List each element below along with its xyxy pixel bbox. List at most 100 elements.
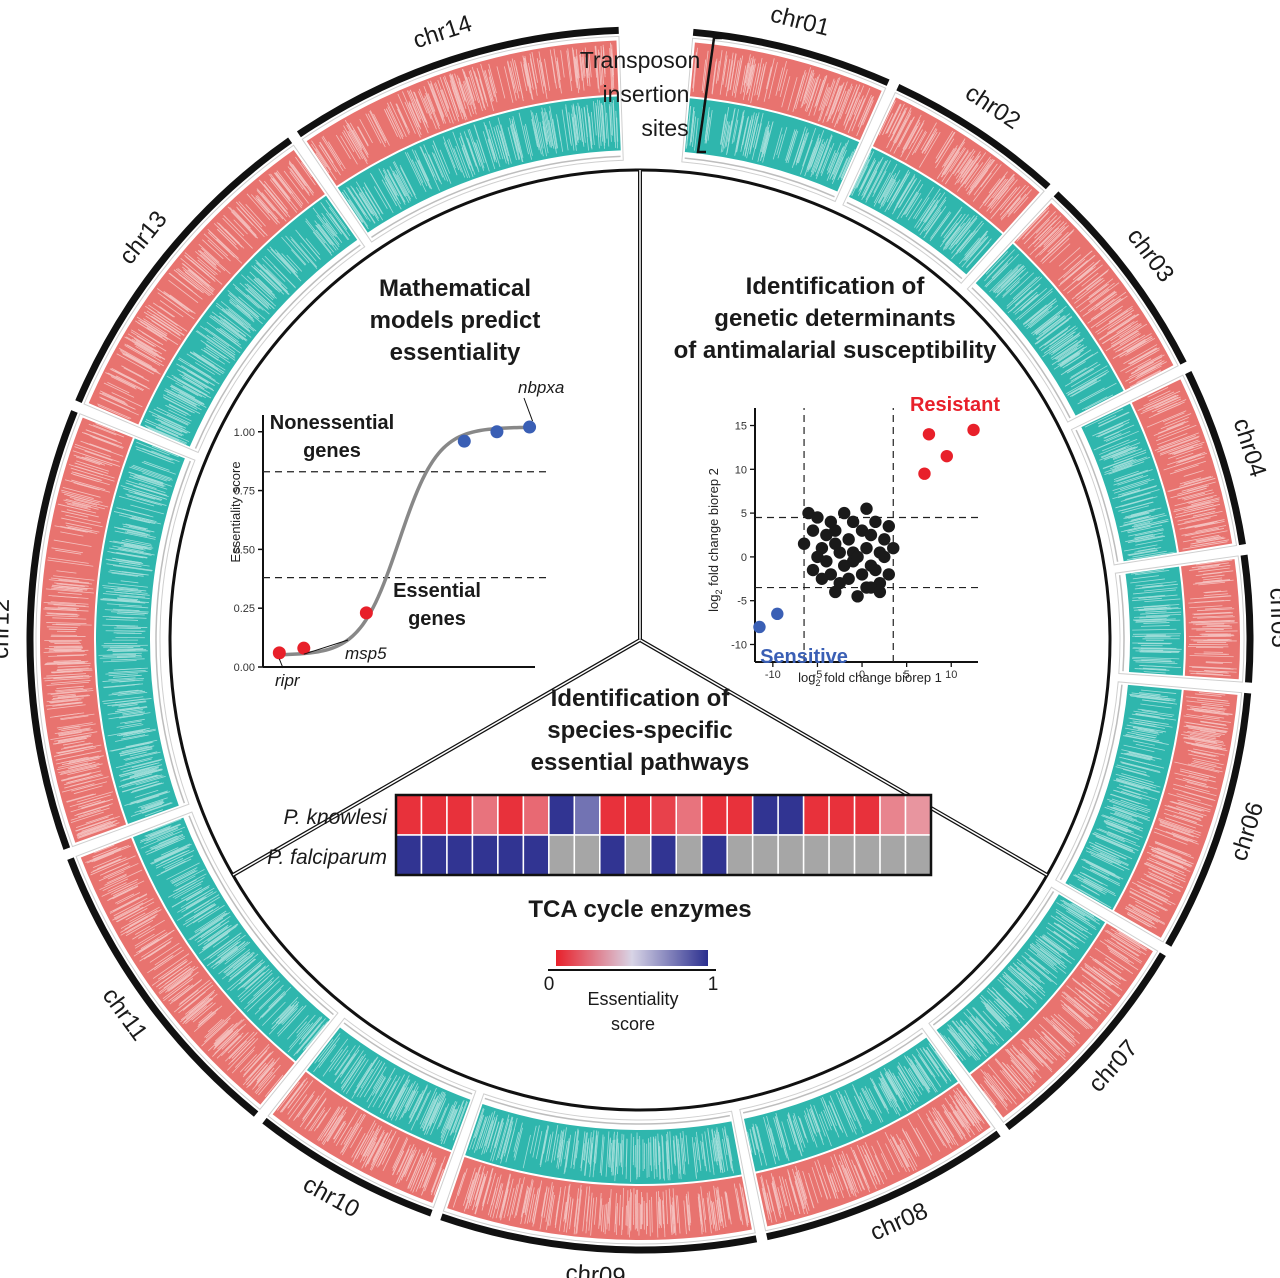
heatmap-cell	[573, 794, 601, 836]
legend-min: 0	[544, 974, 555, 995]
heatmap-cell	[879, 834, 907, 876]
chromosome-sector-chr11	[67, 811, 339, 1117]
red-track	[447, 1157, 752, 1240]
scatter-point-neutral	[811, 511, 824, 524]
chromosome-band	[262, 1117, 433, 1217]
divider-lower-left-inner	[232, 639, 641, 876]
scatter-point-neutral	[887, 541, 900, 555]
scatter-point-neutral	[820, 555, 833, 568]
panel2-xlabel-post: fold change biorep 1	[820, 670, 941, 685]
chromosome-label-chr05: chr05	[1264, 587, 1280, 648]
essentiality-point-ripr	[272, 646, 286, 660]
sector-dividers	[168, 168, 1112, 1112]
chromosome-sector-chr07	[928, 886, 1166, 1130]
heatmap-cell	[700, 794, 728, 836]
legend-label-line1: Essentiality	[587, 989, 678, 1009]
panel2-ytick-label: -5	[737, 596, 747, 608]
panel2-xtick-label: 5	[904, 669, 910, 681]
heatmap-cell	[777, 834, 805, 876]
panel2-xlabel-sub: 2	[815, 678, 820, 688]
heatmap-cell	[675, 834, 703, 876]
chromosome-band	[296, 26, 619, 138]
heatmap-cell	[573, 834, 601, 876]
heatmap-cell	[497, 794, 525, 836]
transposon-bracket	[696, 36, 722, 154]
chromosome-tracks	[26, 26, 1254, 1254]
heatmap-cell	[802, 794, 830, 836]
insertion-stripes	[747, 1043, 985, 1223]
red-track	[1131, 379, 1233, 553]
scatter-point-neutral	[855, 568, 869, 581]
chromosome-label-chr14: chr14	[410, 10, 475, 54]
heatmap-cell	[446, 794, 474, 836]
chromosome-sector-chr02	[842, 83, 1051, 284]
insertion-stripes	[984, 207, 1167, 411]
chromosome-band	[67, 857, 259, 1117]
panel1-ytick-label: 0.25	[234, 603, 255, 615]
heatmap-cell	[726, 834, 754, 876]
panel2-ylabel-sub: 2	[714, 590, 724, 595]
transposon-label: Transposon insertion sites	[580, 36, 722, 154]
inner-baseline	[742, 1032, 923, 1114]
chromosome-band	[896, 83, 1051, 190]
legend-gradient-bar	[556, 950, 708, 966]
heatmap-cell	[828, 834, 856, 876]
insertion-stripes	[939, 899, 1148, 1111]
panel1-ytick-label: 0.75	[234, 486, 255, 498]
essentiality-point-msp5	[297, 641, 311, 655]
heatmap-cell	[446, 834, 474, 876]
heatmap-cell	[471, 834, 499, 876]
divider-lower-right-inner	[639, 639, 1048, 876]
heatmap-cell	[548, 834, 576, 876]
heatmap-cell	[624, 794, 652, 836]
heatmap-cell	[599, 834, 627, 876]
panel2-ylabel: log2 fold change biorep 2	[706, 468, 724, 612]
heatmap-border	[394, 793, 933, 877]
heatmap-row-pknowlesi: P. knowlesi	[283, 806, 388, 829]
panel1-ytick-label: 0.50	[234, 544, 255, 556]
sensitive-label: Sensitive	[760, 646, 848, 668]
insertion-stripes	[452, 1107, 749, 1238]
heatmap-cell	[879, 794, 907, 836]
essentiality-point	[457, 434, 471, 448]
chromosome-sector-chr06	[1055, 681, 1252, 947]
chromosome-label-chr04: chr04	[1228, 415, 1272, 480]
heatmap-cell	[904, 834, 932, 876]
scatter-point-neutral	[829, 524, 842, 537]
chromosome-band	[1053, 191, 1187, 365]
chromosome-sector-chr08	[739, 1027, 1001, 1241]
scatter-point-sensitive	[771, 607, 784, 621]
panel2-xlabel: log2 fold change biorep 1	[798, 670, 942, 688]
scatter-point-neutral	[882, 568, 895, 581]
panel2-xtick-label: -10	[765, 669, 781, 681]
scatter-point-sensitive	[753, 620, 766, 634]
heatmap-cell	[853, 834, 881, 876]
heatmap-cell	[522, 834, 550, 876]
scatter-point-resistant	[940, 449, 953, 463]
insertion-stripes	[1084, 387, 1230, 561]
heatmap-cell	[726, 794, 754, 836]
heatmap-caption: TCA cycle enzymes	[528, 896, 751, 923]
scatter-point-neutral	[815, 572, 829, 585]
chromosome-band	[692, 28, 890, 86]
heatmap-cell	[751, 834, 779, 876]
tca-heatmap	[394, 793, 933, 877]
insertion-stripes	[850, 100, 1032, 269]
nonessential-label-line2: genes	[303, 440, 361, 462]
scatter-point-resistant	[918, 467, 931, 480]
panel2-ylabel-pre: log	[706, 595, 721, 612]
insertion-stripes	[85, 818, 328, 1098]
chromosome-sector-chr13	[75, 137, 366, 454]
scatter-point-neutral	[833, 546, 846, 559]
heatmap-cell	[650, 794, 677, 836]
panel2-xtick-label: -5	[813, 669, 823, 681]
scatter-point-neutral	[806, 524, 820, 537]
panel3-title-line3: essential pathways	[531, 749, 750, 776]
scatter-point-neutral	[838, 559, 851, 572]
panel-tca-heatmap: Identification of species-specific essen…	[267, 685, 933, 1034]
panel2-xlabel-pre: log	[798, 670, 815, 685]
chromosome-sector-chr10	[262, 1017, 477, 1217]
gene-label-msp5: msp5	[345, 644, 387, 663]
insertion-stripes	[97, 156, 351, 445]
